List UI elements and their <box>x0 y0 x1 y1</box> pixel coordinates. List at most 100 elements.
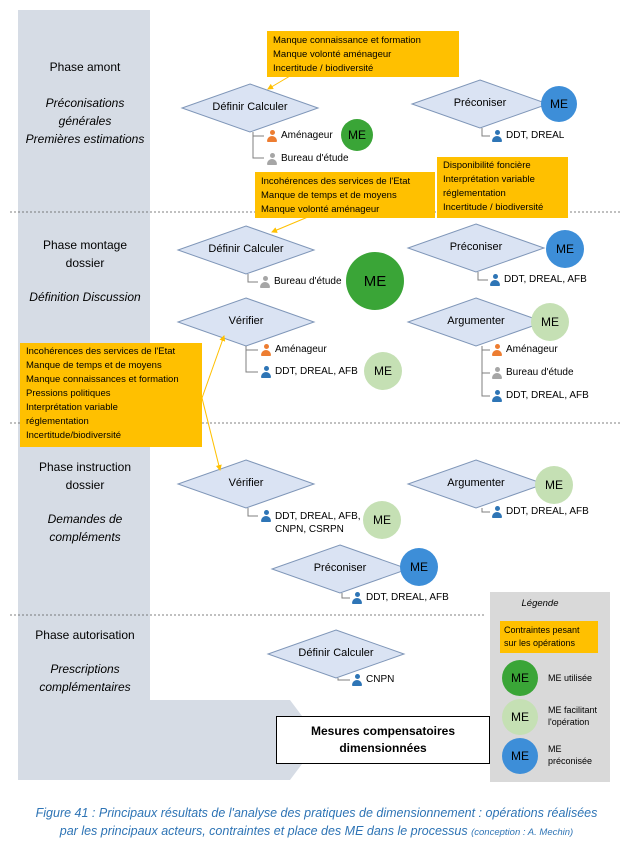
legend-text: ME utilisée <box>548 673 593 683</box>
person-icon <box>490 274 500 286</box>
legend-title: Légende <box>521 598 559 609</box>
operation-label: Vérifier <box>228 477 264 489</box>
constraint-box-left: Incohérences des services de l'Etat Manq… <box>20 343 202 447</box>
operation-diamond <box>270 544 410 594</box>
constraint-line: Incohérences des services de l'Etat <box>26 346 176 357</box>
constraint-line: Pressions politiques <box>26 388 111 399</box>
phase-subtitle-line: Préconisations <box>45 96 125 110</box>
actor-label: CNPN <box>366 674 395 685</box>
me-used-circle: ME <box>341 119 373 151</box>
phase-subtitle-line: compléments <box>49 530 121 544</box>
actor-label: Aménageur <box>275 344 327 355</box>
constraint-line: Incohérences des services de l'Etat <box>261 176 411 187</box>
constraint-line: Disponibilité foncière <box>443 160 531 171</box>
actor-bureau-etude: Bureau d'étude <box>267 153 349 165</box>
constraint-line: réglementation <box>443 188 506 199</box>
me-recommended-circle: ME <box>546 230 584 268</box>
person-icon <box>492 344 502 356</box>
result-box: Mesures compensatoires dimensionnées <box>276 716 490 764</box>
caption-line1: : Principaux résultats de l'analyse des … <box>88 806 598 820</box>
actor-label: Aménageur <box>506 344 558 355</box>
operation-label: Définir Calculer <box>212 101 288 113</box>
actor-ddt-dreal-afb-cnpn-csrpn: DDT, DREAL, AFB, CNPN, CSRPN <box>261 510 361 536</box>
actor-amenageur: Aménageur <box>267 130 333 142</box>
me-recommended-circle: ME <box>400 548 438 586</box>
constraint-line: Manque volonté aménageur <box>261 204 380 215</box>
phase-title-line: dossier <box>65 256 105 270</box>
actor-label: Aménageur <box>281 130 333 141</box>
constraint-line: Incertitude / biodiversité <box>443 202 544 213</box>
operation-diamond <box>176 459 316 509</box>
actor-label-group: DDT, DREAL, AFB, CNPN, CSRPN <box>275 510 361 536</box>
person-icon <box>267 130 277 142</box>
actor-ddt-dreal-afb: DDT, DREAL, AFB <box>490 274 587 286</box>
operation-label: Vérifier <box>228 315 264 327</box>
legend-me-facilitating: ME <box>502 699 538 735</box>
person-icon <box>492 390 502 402</box>
me-label: ME <box>348 128 366 142</box>
actor-ddt-dreal: DDT, DREAL <box>492 130 564 142</box>
operation-diamond <box>406 223 546 273</box>
actor-label: DDT, DREAL, AFB <box>506 506 589 517</box>
operation-diamond <box>180 83 320 133</box>
person-icon <box>352 592 362 604</box>
phase-title-line: Phase montage <box>42 238 128 252</box>
me-recommended-circle: ME <box>541 86 577 122</box>
person-icon <box>267 153 277 165</box>
constraint-line: Manque connaissances et formation <box>26 374 179 385</box>
me-label: ME <box>363 272 387 290</box>
legend-constraint-line: Contraintes pesant <box>504 625 580 635</box>
person-icon <box>352 674 362 686</box>
actor-ddt-dreal-afb: DDT, DREAL, AFB <box>492 390 589 402</box>
actor-amenageur: Aménageur <box>492 344 558 356</box>
legend-facilitating-label: ME facilitant l'opération <box>548 704 597 728</box>
actor-label: Bureau d'étude <box>274 276 342 287</box>
actor-cnpn: CNPN <box>352 674 394 686</box>
constraint-line: Manque connaissance et formation <box>273 35 421 46</box>
constraint-line: Interprétation variable <box>26 402 118 413</box>
constraint-line: Manque de temps et de moyens <box>261 190 397 201</box>
actor-ddt-dreal-afb: DDT, DREAL, AFB <box>261 366 358 378</box>
operation-label: Définir Calculer <box>208 243 284 255</box>
legend-me-used: ME <box>502 660 538 696</box>
actor-label: CNPN, CSRPN <box>275 524 344 535</box>
constraint-line: Incertitude / biodiversité <box>273 63 374 74</box>
me-label: ME <box>373 513 391 527</box>
legend: Légende Contraintes pesant sur les opéra… <box>490 592 610 782</box>
actor-bureau-etude: Bureau d'étude <box>492 367 574 379</box>
actor-label: DDT, DREAL, AFB <box>275 366 358 377</box>
operation-diamond <box>406 459 546 509</box>
operation-diamond <box>266 629 406 679</box>
phase-title-line: Phase instruction <box>38 460 132 474</box>
phase-subtitle-line: Premières estimations <box>25 132 145 146</box>
result-line: Mesures compensatoires <box>310 724 456 738</box>
person-icon <box>260 276 270 288</box>
me-label: ME <box>511 671 529 685</box>
legend-constraint-line: sur les opérations <box>504 638 576 648</box>
phase-title-line: dossier <box>65 478 105 492</box>
actor-label: DDT, DREAL, AFB, <box>275 511 361 522</box>
legend-text: ME facilitant <box>548 705 598 715</box>
actor-amenageur: Aménageur <box>261 344 327 356</box>
process-arrow-sidebar <box>18 10 320 780</box>
legend-recommended-label: ME préconisée <box>548 743 592 767</box>
me-used-circle: ME <box>346 252 404 310</box>
operation-label: Préconiser <box>449 241 503 253</box>
actor-connectors <box>245 128 490 681</box>
caption-line2: par les principaux acteurs, contraintes … <box>59 824 472 838</box>
me-label: ME <box>511 749 529 763</box>
constraint-line: Interprétation variable <box>443 174 535 185</box>
actor-label: DDT, DREAL, AFB <box>506 390 589 401</box>
operation-label: Argumenter <box>447 315 505 327</box>
operation-label: Préconiser <box>313 562 367 574</box>
phase-subtitle-line: Prescriptions <box>50 662 120 676</box>
operation-diamond <box>176 225 316 275</box>
constraint-line: réglementation <box>26 416 89 427</box>
phase-subtitle-line: Demandes de <box>47 512 123 526</box>
operation-label: Définir Calculer <box>298 647 374 659</box>
phase-subtitle-line: Définition Discussion <box>29 290 141 304</box>
person-icon <box>261 366 271 378</box>
actor-label: Bureau d'étude <box>281 153 349 164</box>
actor-label: DDT, DREAL, AFB <box>366 592 449 603</box>
